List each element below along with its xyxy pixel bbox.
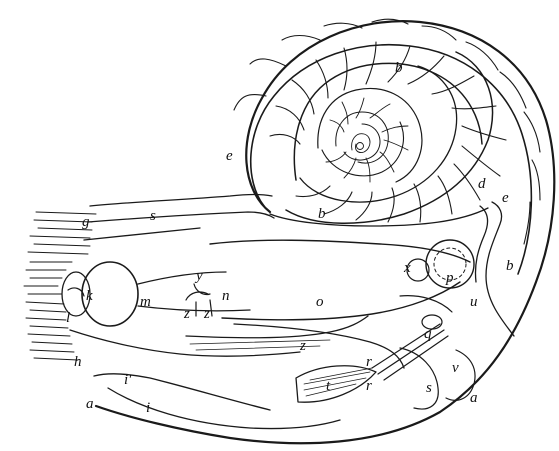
label-u: u (470, 294, 478, 310)
label-l: l (66, 310, 70, 326)
label-r2: r (366, 378, 372, 394)
label-x: x (403, 260, 411, 276)
label-m: m (140, 294, 151, 310)
label-s2: s (426, 380, 432, 396)
label-k: k (86, 288, 93, 304)
label-s1: s (150, 208, 156, 224)
label-q: q (424, 326, 432, 342)
label-b1: b (395, 60, 403, 76)
label-i2: i′ (124, 372, 132, 388)
label-z2: z (203, 306, 210, 322)
label-r: r (366, 354, 372, 370)
label-t: t (326, 378, 331, 394)
label-g: g (82, 214, 90, 230)
label-a2: a (470, 390, 478, 406)
label-d: d (478, 176, 486, 192)
label-e2: e (502, 190, 509, 206)
label-y: y (194, 268, 203, 284)
figure-labels: b e d e g s b b k l m y z z n o x p u q … (66, 60, 514, 416)
label-b3: b (506, 258, 514, 274)
internal-organs (94, 240, 475, 429)
label-n: n (222, 288, 230, 304)
label-i: i (146, 400, 150, 416)
label-z3: z (299, 338, 306, 354)
tentacles (24, 195, 274, 361)
label-o: o (316, 294, 324, 310)
label-z1: z (183, 306, 190, 322)
label-b2: b (318, 206, 326, 222)
label-v: v (452, 360, 459, 376)
shell-septa (234, 19, 540, 244)
label-a1: a (86, 396, 94, 412)
label-h: h (74, 354, 82, 370)
label-p: p (445, 270, 454, 286)
siphuncle-and-mantle (270, 202, 514, 336)
label-e: e (226, 148, 233, 164)
